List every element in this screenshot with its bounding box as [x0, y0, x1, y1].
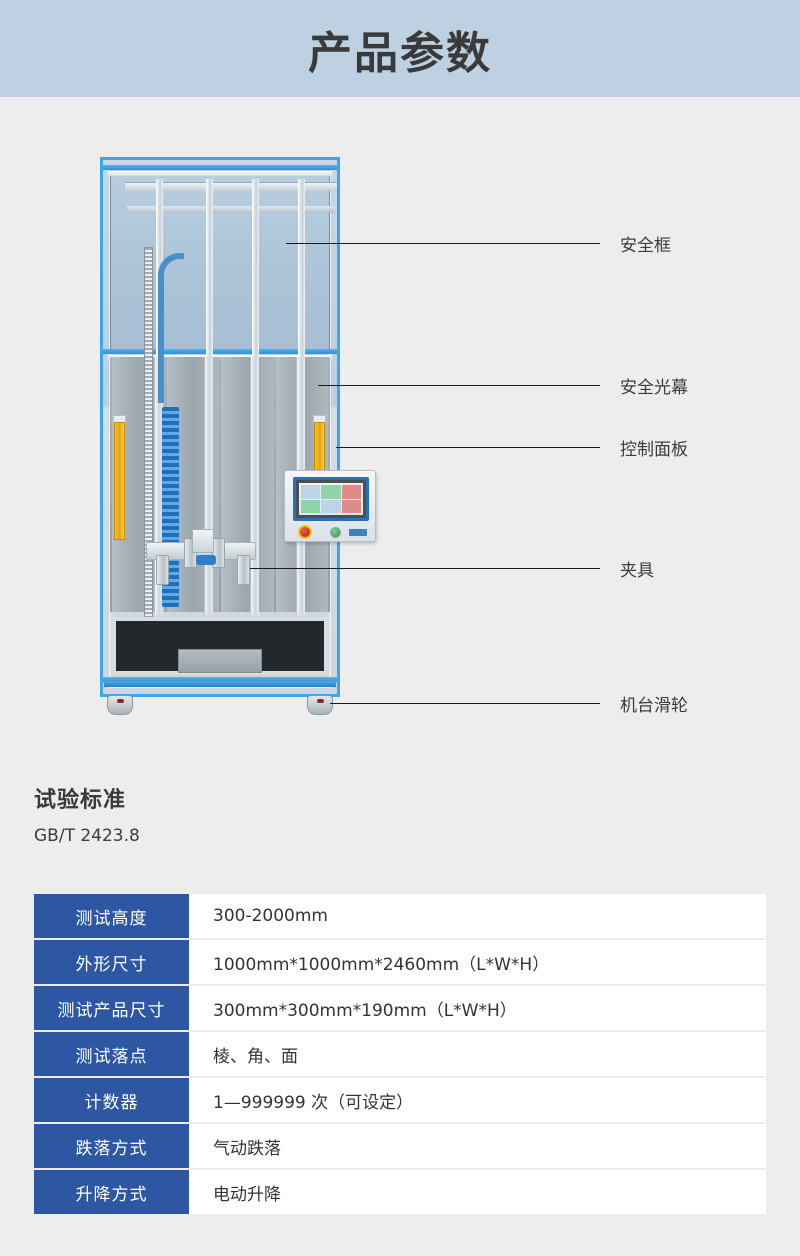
hmi-cell [321, 499, 341, 513]
start-button-icon [330, 527, 341, 538]
machine-caster-right [307, 695, 333, 715]
hmi-cell [301, 485, 321, 499]
hmi-cell [341, 485, 361, 499]
caster-detail [317, 699, 324, 703]
guide-rail [252, 179, 259, 357]
hmi-cell [321, 485, 341, 499]
hmi-cell [301, 499, 321, 513]
spec-key-cell: 测试产品尺寸 [34, 986, 189, 1030]
callout-light-curtain-leader-line [318, 385, 600, 386]
fixture-valve-block [192, 529, 214, 553]
vertical-column [250, 357, 259, 615]
guide-rail [298, 179, 305, 357]
callout-casters-leader-line [330, 703, 600, 704]
spec-value-cell: 1000mm*1000mm*2460mm（L*W*H） [189, 940, 766, 984]
spec-key-cell: 测试高度 [34, 894, 189, 938]
page-title: 产品参数 [308, 27, 492, 79]
test-standard-title: 试验标准 [34, 788, 127, 813]
emergency-stop-icon [298, 525, 312, 539]
product-photo-area: 安全框安全光幕控制面板夹具机台滑轮 [0, 97, 800, 747]
pneumatic-cylinder [237, 555, 250, 585]
spec-value-cell: 300-2000mm [189, 894, 766, 938]
control-panel-box [284, 470, 376, 542]
callout-control-panel-label: 控制面板 [620, 440, 688, 460]
frame-crossbeam-bottom [103, 677, 337, 682]
table-row: 测试落点棱、角、面 [34, 1032, 766, 1076]
test-standard-value: GB/T 2423.8 [34, 826, 140, 846]
upper-enclosure-glass [110, 167, 337, 352]
frame-crossbeam-top [103, 165, 337, 170]
spec-value-cell: 1—999999 次（可设定） [189, 1078, 766, 1122]
fixture-gripper [196, 555, 216, 565]
enclosure-top-beam [125, 182, 337, 191]
panel-nameplate [349, 529, 367, 536]
spec-value-cell: 棱、角、面 [189, 1032, 766, 1076]
machine-base-platform [112, 617, 328, 675]
hmi-screen-frame [296, 480, 366, 518]
enclosure-mid-beam [127, 206, 335, 213]
hmi-cell [341, 499, 361, 513]
callout-safety-frame-leader-line [286, 243, 600, 244]
test-standard-block: 试验标准 GB/T 2423.8 [34, 782, 140, 846]
safety-light-curtain-left [114, 422, 125, 540]
frame-crossbeam-top-white [108, 171, 332, 176]
cable-hose [158, 253, 184, 403]
hmi-bezel [293, 477, 369, 521]
spec-key-cell: 计数器 [34, 1078, 189, 1122]
table-row: 跌落方式气动跌落 [34, 1124, 766, 1168]
callout-fixture-label: 夹具 [620, 561, 654, 581]
spec-key-cell: 外形尺寸 [34, 940, 189, 984]
base-blue-rail [104, 681, 336, 687]
impact-plate [178, 649, 262, 673]
callout-safety-frame-label: 安全框 [620, 236, 671, 256]
frame-crossbeam-mid [103, 349, 337, 354]
vertical-column [154, 357, 163, 615]
spec-value-cell: 300mm*300mm*190mm（L*W*H） [189, 986, 766, 1030]
callout-light-curtain-label: 安全光幕 [620, 378, 688, 398]
spec-key-cell: 测试落点 [34, 1032, 189, 1076]
callout-casters-label: 机台滑轮 [620, 696, 688, 716]
callout-control-panel-leader-line [336, 447, 600, 448]
spec-key-cell: 升降方式 [34, 1170, 189, 1214]
spec-value-cell: 电动升降 [189, 1170, 766, 1214]
caster-detail [117, 699, 124, 703]
hmi-touchscreen [299, 483, 363, 515]
callout-fixture-leader-line [250, 568, 600, 569]
guide-rail [206, 179, 213, 357]
vertical-column [204, 357, 213, 615]
drop-test-machine-photo [100, 157, 376, 717]
spec-value-cell: 气动跌落 [189, 1124, 766, 1168]
table-row: 升降方式电动升降 [34, 1170, 766, 1214]
measuring-scale-strip [144, 247, 153, 622]
page-header: 产品参数 [0, 0, 800, 97]
machine-caster-left [107, 695, 133, 715]
spec-key-cell: 跌落方式 [34, 1124, 189, 1168]
pneumatic-cylinder [156, 555, 169, 585]
